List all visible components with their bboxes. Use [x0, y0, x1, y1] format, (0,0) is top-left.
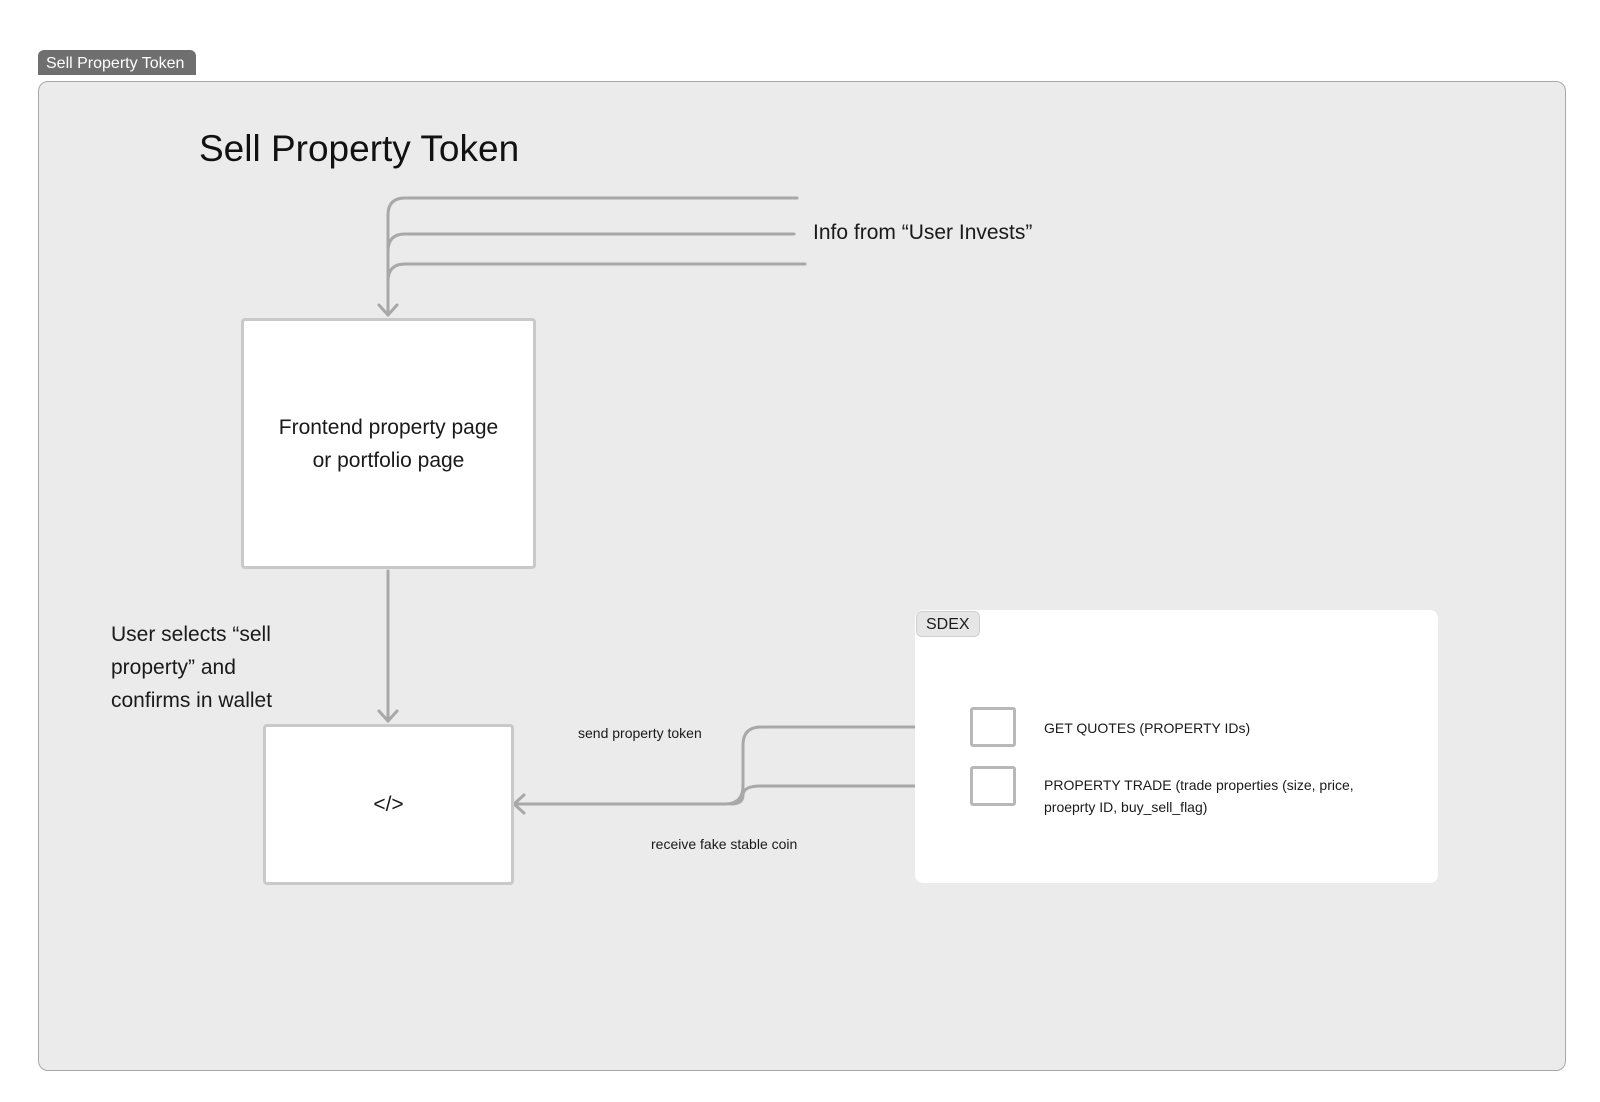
get-quotes-label: GET QUOTES (PROPERTY IDs) [1044, 720, 1251, 736]
receive-stable-coin-label: receive fake stable coin [651, 836, 798, 852]
property-trade-line1: PROPERTY TRADE (trade properties (size, … [1044, 777, 1354, 793]
get-quotes-node[interactable] [970, 707, 1016, 747]
code-box[interactable]: </> [263, 724, 514, 885]
info-line-3 [386, 262, 807, 283]
property-trade-node[interactable] [970, 766, 1016, 806]
frame-tab[interactable]: Sell Property Token [38, 50, 197, 75]
diagram-title: Sell Property Token [199, 128, 520, 169]
sdex-tab[interactable]: SDEX [916, 611, 980, 637]
info-line-2 [386, 232, 796, 253]
info-from-user-invests-label: Info from “User Invests” [813, 221, 1033, 244]
user-note-line1: User selects “sell [111, 623, 271, 646]
info-line-1 [386, 196, 799, 317]
arrowhead-receive [512, 793, 526, 815]
property-trade-line2: proeprty ID, buy_sell_flag) [1044, 799, 1208, 815]
frontend-page-box[interactable]: Frontend property page or portfolio page [241, 318, 536, 569]
trade-line [729, 784, 970, 806]
code-icon: </> [373, 792, 404, 816]
arrowhead-frontend [377, 303, 399, 317]
frontend-box-line1: Frontend property page [278, 415, 499, 439]
arrowhead-code [377, 709, 399, 723]
user-note-line2: property” and [111, 656, 236, 679]
user-selects-note: User selects “sell property” and confirm… [111, 618, 311, 717]
diagram-frame [38, 81, 1566, 1071]
frontend-box-line2: or portfolio page [312, 448, 465, 472]
send-property-token-label: send property token [578, 725, 702, 741]
user-note-line3: confirms in wallet [111, 689, 273, 712]
property-trade-label: PROPERTY TRADE (trade properties (size, … [1044, 774, 1404, 818]
